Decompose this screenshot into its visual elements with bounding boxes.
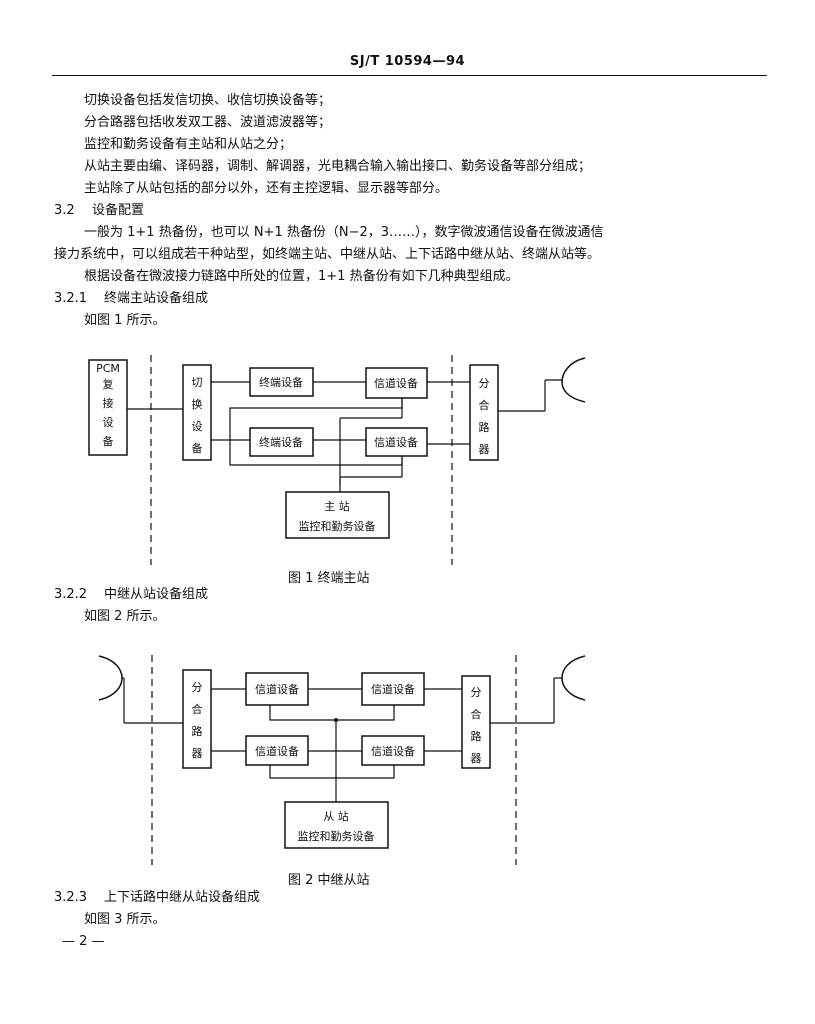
fig2-antenna-left-icon: [98, 655, 123, 701]
svg-text:合: 合: [471, 707, 482, 721]
page-number: — 2 —: [62, 934, 105, 949]
fig2-channel-equipment-top-left: 信道设备: [245, 672, 309, 706]
section-3-2-para1-line2: 接力系统中，可以组成若干种站型，如终端主站、中继从站、上下话路中继从站、终端从站…: [54, 247, 601, 262]
fig2-combiner-left-box: 分 合 路 器: [182, 669, 212, 769]
paragraph-slave-station: 从站主要由编、译码器，调制、解调器，光电耦合输入输出接口、勤务设备等部分组成；: [84, 159, 592, 174]
fig2-combiner-right-box: 分 合 路 器: [461, 675, 491, 769]
svg-text:接: 接: [103, 397, 114, 410]
section-3-2-1-number: 3.2.1: [54, 291, 88, 306]
section-3-2-1-title: 终端主站设备组成: [104, 291, 209, 306]
svg-text:合: 合: [479, 398, 490, 412]
fig1-terminal-equipment-2: 终端设备: [249, 427, 314, 457]
fig1-channel-equipment-1: 信道设备: [365, 367, 428, 399]
svg-text:路: 路: [192, 725, 203, 738]
svg-text:备: 备: [103, 434, 114, 448]
svg-text:器: 器: [192, 747, 203, 760]
svg-text:路: 路: [479, 421, 490, 434]
header-rule: [52, 75, 767, 76]
svg-text:换: 换: [192, 397, 203, 411]
fig1-switch-equipment-box: 切 换 设 备: [182, 364, 212, 461]
paragraph-combiner: 分合路器包括收发双工器、波道滤波器等；: [84, 115, 332, 130]
svg-text:信道设备: 信道设备: [255, 744, 299, 758]
fig2-slave-station-box: 从 站 监控和勤务设备: [284, 801, 389, 849]
fig1-terminal-equipment-1: 终端设备: [249, 367, 314, 397]
section-3-2-number: 3.2: [54, 203, 75, 218]
section-3-2-3-number: 3.2.3: [54, 890, 88, 905]
svg-text:合: 合: [192, 702, 203, 716]
figure-1-caption: 图 1 终端主站: [288, 571, 370, 586]
svg-text:分: 分: [471, 686, 482, 699]
svg-text:信道设备: 信道设备: [374, 435, 418, 449]
document-code: SJ/T 10594—94: [349, 54, 466, 69]
svg-text:从 站: 从 站: [323, 809, 349, 823]
fig2-antenna-right-icon: [561, 655, 586, 701]
paragraph-switch-equipment: 切换设备包括发信切换、收信切换设备等；: [84, 93, 332, 108]
svg-text:分: 分: [479, 377, 490, 390]
svg-text:备: 备: [192, 441, 203, 455]
figure-2-diagram: 分 合 路 器 分 合 路 器 信道设备 信道设备 信道设备 信道设备 从 站 …: [98, 655, 586, 865]
svg-text:终端设备: 终端设备: [259, 435, 303, 449]
svg-text:监控和勤务设备: 监控和勤务设备: [299, 519, 376, 533]
fig1-combiner-box: 分 合 路 器: [469, 364, 499, 461]
svg-text:信道设备: 信道设备: [255, 682, 299, 696]
section-3-2-3-title: 上下话路中继从站设备组成: [104, 890, 261, 905]
svg-text:设: 设: [103, 416, 114, 429]
svg-text:器: 器: [479, 443, 490, 456]
paragraph-monitor: 监控和勤务设备有主站和从站之分；: [84, 137, 293, 152]
svg-text:终端设备: 终端设备: [259, 375, 303, 389]
svg-text:设: 设: [192, 420, 203, 433]
svg-text:主 站: 主 站: [324, 499, 350, 513]
fig1-pcm-multiplexer-box: PCM 复 接 设 备: [88, 359, 128, 456]
svg-text:复: 复: [103, 377, 114, 391]
svg-text:信道设备: 信道设备: [371, 682, 415, 696]
fig2-channel-equipment-top-right: 信道设备: [361, 672, 425, 706]
section-3-2-1-ref: 如图 1 所示。: [84, 313, 166, 328]
svg-text:监控和勤务设备: 监控和勤务设备: [298, 829, 375, 843]
section-3-2-title: 设备配置: [92, 203, 145, 218]
svg-text:器: 器: [471, 752, 482, 765]
fig1-master-station-box: 主 站 监控和勤务设备: [285, 491, 390, 539]
section-3-2-2-ref: 如图 2 所示。: [84, 609, 166, 624]
svg-text:分: 分: [192, 681, 203, 694]
figure-1-diagram: PCM 复 接 设 备 切 换 设 备 终端设备 终端设备 信道设备 信道设备 …: [88, 355, 586, 565]
section-3-2-para2: 根据设备在微波接力链路中所处的位置，1+1 热备份有如下几种典型组成。: [84, 269, 519, 284]
section-3-2-3-ref: 如图 3 所示。: [84, 912, 166, 927]
section-3-2-para1-line1: 一般为 1+1 热备份，也可以 N+1 热备份（N−2，3……），数字微波通信设…: [84, 225, 604, 240]
fig2-channel-equipment-bottom-left: 信道设备: [245, 735, 309, 766]
fig1-antenna-icon: [561, 357, 586, 403]
paragraph-master-station: 主站除了从站包括的部分以外，还有主控逻辑、显示器等部分。: [84, 181, 449, 196]
svg-text:路: 路: [471, 730, 482, 743]
section-3-2-2-number: 3.2.2: [54, 587, 88, 602]
svg-text:信道设备: 信道设备: [371, 744, 415, 758]
fig2-channel-equipment-bottom-right: 信道设备: [361, 735, 425, 766]
figure-2-caption: 图 2 中继从站: [288, 873, 370, 888]
svg-text:信道设备: 信道设备: [374, 376, 418, 390]
fig1-channel-equipment-2: 信道设备: [365, 427, 428, 457]
section-3-2-2-title: 中继从站设备组成: [104, 587, 209, 602]
fig1-pcm-label: PCM: [96, 362, 120, 375]
svg-text:切: 切: [192, 376, 203, 389]
